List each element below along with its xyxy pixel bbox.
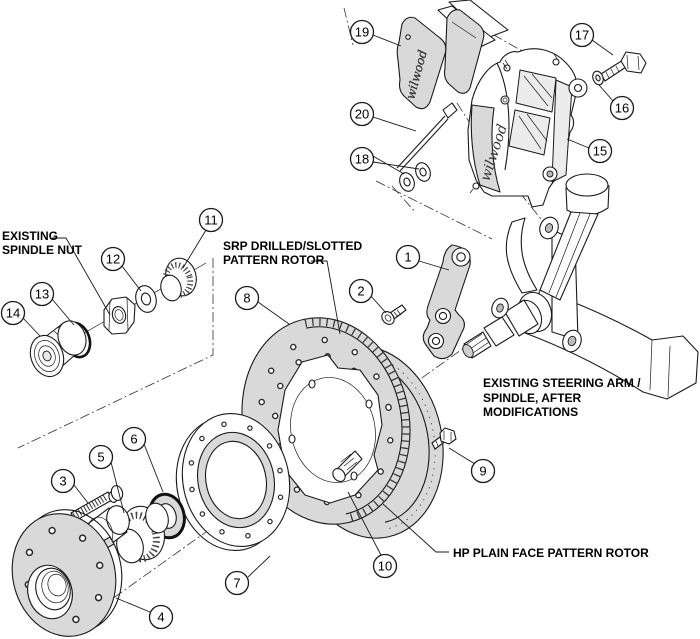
inner-bearing-drawing bbox=[116, 502, 169, 564]
callout-15: 15 bbox=[587, 138, 613, 164]
caliper-bracket-drawing bbox=[422, 244, 471, 360]
label-steering-arm-line3: MODIFICATIONS bbox=[483, 405, 578, 419]
callout-2: 2 bbox=[348, 278, 374, 304]
callout-20: 20 bbox=[349, 101, 375, 127]
svg-text:18: 18 bbox=[355, 152, 369, 167]
svg-text:19: 19 bbox=[355, 25, 369, 40]
caliper-bolt-drawing bbox=[592, 51, 647, 86]
callout-11: 11 bbox=[198, 207, 224, 233]
outer-bearing-drawing bbox=[160, 257, 197, 302]
callout-5: 5 bbox=[88, 444, 114, 470]
label-existing-spindle-nut-line2: SPINDLE NUT bbox=[2, 243, 83, 257]
label-srp-rotor-line1: SRP DRILLED/SLOTTED bbox=[223, 239, 362, 253]
callout-18: 18 bbox=[349, 146, 375, 172]
drilled-rotor-drawing bbox=[241, 317, 411, 525]
spindle-nut-drawing bbox=[103, 296, 136, 335]
leader-lines bbox=[22, 34, 614, 613]
svg-text:2: 2 bbox=[357, 284, 364, 299]
label-srp-rotor-line2: PATTERN ROTOR bbox=[223, 253, 325, 267]
callout-3: 3 bbox=[50, 468, 76, 494]
svg-text:6: 6 bbox=[130, 432, 137, 447]
caliper-drawing: wilwood bbox=[467, 48, 588, 208]
svg-text:9: 9 bbox=[479, 464, 486, 479]
callout-10: 10 bbox=[372, 553, 398, 579]
hub-drawing bbox=[11, 505, 130, 637]
callout-9: 9 bbox=[470, 458, 496, 484]
svg-text:20: 20 bbox=[355, 107, 369, 122]
svg-text:12: 12 bbox=[106, 252, 120, 267]
svg-text:16: 16 bbox=[615, 101, 629, 116]
callout-8: 8 bbox=[234, 285, 260, 311]
spindle-drawing bbox=[462, 173, 699, 400]
callout-16: 16 bbox=[609, 95, 635, 121]
annotations: EXISTING SPINDLE NUT SRP DRILLED/SLOTTED… bbox=[2, 229, 649, 560]
callout-4: 4 bbox=[148, 604, 174, 630]
label-hp-rotor: HP PLAIN FACE PATTERN ROTOR bbox=[453, 546, 649, 560]
callout-19: 19 bbox=[349, 19, 375, 45]
spindle-washer-drawing bbox=[135, 285, 157, 313]
svg-text:15: 15 bbox=[593, 144, 607, 159]
svg-text:10: 10 bbox=[378, 559, 392, 574]
callouts: 1 2 3 4 5 6 7 8 9 10 11 12 13 14 15 16 1… bbox=[0, 19, 635, 630]
callout-6: 6 bbox=[121, 426, 147, 452]
svg-text:3: 3 bbox=[59, 474, 66, 489]
label-steering-arm-line1: EXISTING STEERING ARM / bbox=[483, 376, 641, 390]
label-steering-arm-line2: SPINDLE, AFTER bbox=[483, 391, 582, 405]
callout-17: 17 bbox=[569, 22, 595, 48]
adapter-drawing bbox=[175, 412, 291, 552]
svg-text:17: 17 bbox=[575, 28, 589, 43]
svg-text:5: 5 bbox=[97, 450, 104, 465]
svg-text:11: 11 bbox=[204, 213, 218, 228]
label-existing-spindle-nut-line1: EXISTING bbox=[2, 229, 58, 243]
washers-18-drawing bbox=[399, 162, 431, 192]
svg-text:8: 8 bbox=[243, 291, 250, 306]
callout-12: 12 bbox=[100, 246, 126, 272]
callout-1: 1 bbox=[395, 244, 421, 270]
callout-14: 14 bbox=[0, 300, 26, 326]
pad-pin-drawing bbox=[396, 102, 458, 172]
bracket-bolt-drawing bbox=[381, 304, 407, 325]
svg-text:7: 7 bbox=[233, 576, 240, 591]
callout-7: 7 bbox=[224, 570, 250, 596]
rotor-bolt-drawing bbox=[431, 427, 457, 450]
dust-cap-drawing bbox=[29, 320, 87, 378]
svg-text:14: 14 bbox=[6, 306, 20, 321]
svg-text:4: 4 bbox=[157, 610, 164, 625]
callout-13: 13 bbox=[29, 281, 55, 307]
svg-text:1: 1 bbox=[404, 250, 411, 265]
svg-text:13: 13 bbox=[35, 287, 49, 302]
brake-pads-drawing: wilwood bbox=[396, 0, 509, 110]
